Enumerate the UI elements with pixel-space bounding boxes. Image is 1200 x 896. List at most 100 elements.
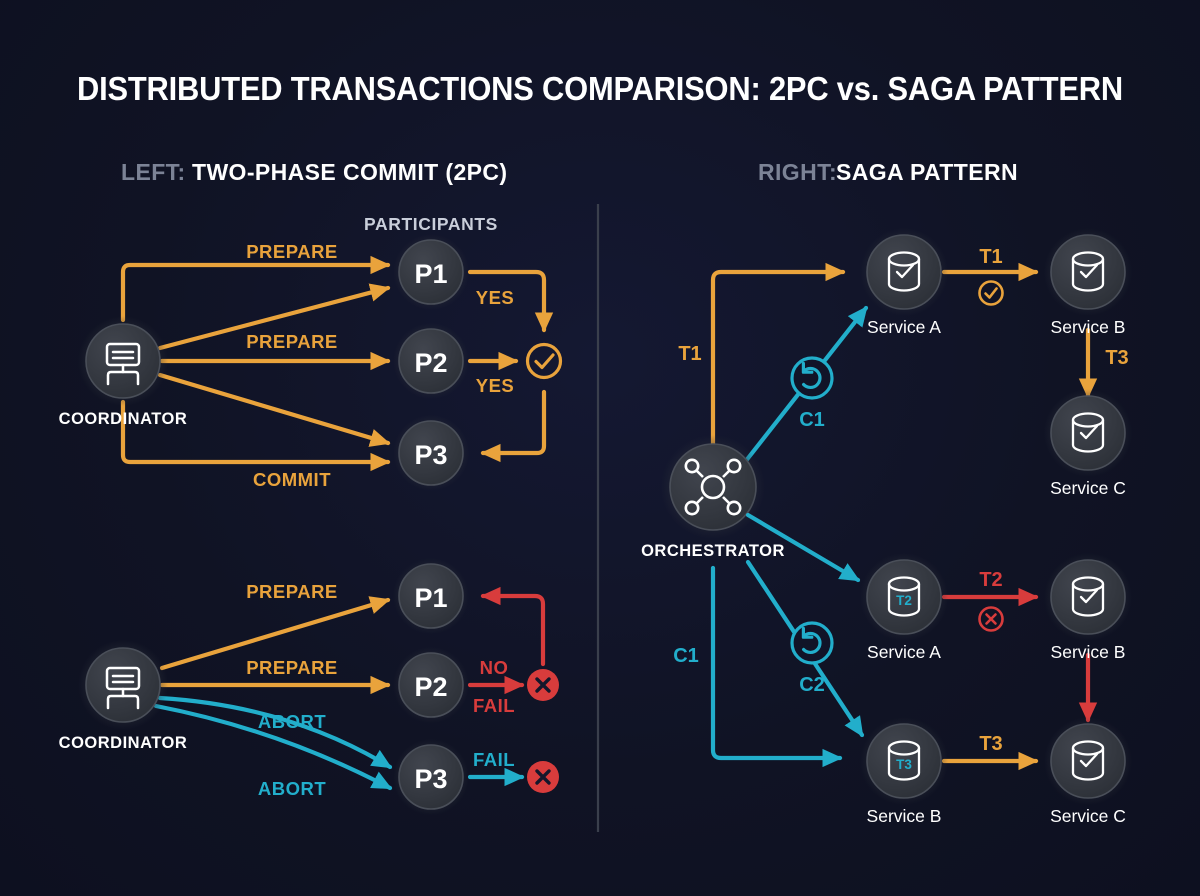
edge-t1-orchestrator-to-service-a: [710, 262, 846, 453]
left-failure-flow: PREPARE PREPARE ABORT ABORT NO FAIL FAIL…: [59, 558, 559, 815]
participant-label: P1: [414, 259, 447, 289]
label-prepare-p2: PREPARE: [246, 657, 338, 678]
node-circle: [1050, 234, 1126, 310]
node-circle: [1050, 395, 1126, 471]
edge-c1-compensation-to-service-b: [710, 565, 843, 768]
right-success-edges-orange: [710, 262, 1098, 453]
node-circle: [398, 563, 464, 629]
node-circle: [398, 328, 464, 394]
label-c1-compensation: C1: [799, 409, 825, 431]
service-node-b-compensated[interactable]: T3 Service B: [860, 717, 948, 826]
left-failure-edges-red: [467, 586, 546, 695]
participant-node-p3[interactable]: P3: [393, 739, 469, 815]
node-circle: [85, 647, 161, 723]
x-circle-icon-p3: [527, 761, 559, 793]
server-hub-icon: [105, 666, 141, 710]
coordinator-node-success[interactable]: COORDINATOR: [59, 316, 188, 428]
left-heading-title: TWO-PHASE COMMIT (2PC): [192, 159, 507, 185]
label-yes-p1: YES: [476, 287, 515, 308]
edge-decision-to-p3: [480, 389, 547, 463]
service-label: Service C: [1050, 478, 1126, 498]
service-label: Service C: [1050, 806, 1126, 826]
coordinator-label: COORDINATOR: [59, 410, 188, 428]
node-circle: [398, 239, 464, 305]
service-label: Service A: [867, 317, 941, 337]
label-abort-lower: ABORT: [258, 778, 326, 799]
database-check-icon: [887, 251, 921, 292]
node-circle: [398, 744, 464, 810]
label-abort-upper: ABORT: [258, 711, 326, 732]
orchestrator-node[interactable]: ORCHESTRATOR: [641, 435, 785, 560]
service-node-a-failure[interactable]: T2 Service A: [860, 553, 948, 662]
left-success-flow: PARTICIPANTS PREPARE PREPARE COMMIT YES …: [59, 214, 563, 491]
node-circle: [866, 723, 942, 799]
label-fail-p3: FAIL: [473, 749, 515, 770]
label-commit-p3: COMMIT: [253, 469, 331, 490]
service-label: Service B: [1051, 642, 1126, 662]
label-prepare-p1: PREPARE: [246, 581, 338, 602]
participant-label: P3: [414, 440, 447, 470]
label-yes-p2: YES: [476, 375, 515, 396]
service-node-c-success[interactable]: Service C: [1044, 389, 1132, 498]
right-heading-prefix: RIGHT:: [758, 159, 837, 185]
left-failure-edges-orange: [159, 596, 391, 695]
database-check-icon: [1071, 740, 1105, 781]
coordinator-node-failure[interactable]: COORDINATOR: [59, 640, 188, 752]
node-circle: [398, 420, 464, 486]
network-hub-icon: [684, 458, 742, 516]
label-t1-a-to-b: T1: [979, 246, 1002, 268]
participant-node-p2[interactable]: P2: [393, 323, 469, 399]
service-node-b-success[interactable]: Service B: [1044, 228, 1132, 337]
service-badge: T3: [896, 757, 912, 772]
node-circle: [669, 443, 757, 531]
participant-label: P3: [414, 764, 447, 794]
node-circle: [85, 323, 161, 399]
left-failure-edges-teal: [153, 695, 393, 791]
edge-prepare-p3-direct: [157, 372, 391, 447]
check-circle-icon-t1: [978, 280, 1004, 306]
service-node-b-failure[interactable]: Service B: [1044, 553, 1132, 662]
database-check-icon: [1071, 412, 1105, 453]
right-heading-title: SAGA PATTERN: [836, 159, 1018, 185]
node-circle: [866, 559, 942, 635]
service-node-c-failure[interactable]: Service C: [1044, 717, 1132, 826]
participant-node-p1[interactable]: P1: [393, 558, 469, 634]
label-t3-b-to-c: T3: [979, 733, 1002, 755]
left-success-edges: [120, 255, 554, 472]
label-fail-p2: FAIL: [473, 695, 515, 716]
participant-label: P2: [414, 672, 447, 702]
page-title: DISTRIBUTED TRANSACTIONS COMPARISON: 2PC…: [77, 70, 1123, 107]
node-circle: [1050, 723, 1126, 799]
node-circle: [398, 652, 464, 718]
participant-node-p3[interactable]: P3: [393, 415, 469, 491]
coordinator-label: COORDINATOR: [59, 734, 188, 752]
page-header: DISTRIBUTED TRANSACTIONS COMPARISON: 2PC…: [77, 70, 1123, 185]
participant-node-p2[interactable]: P2: [393, 647, 469, 723]
edge-yes-p1: [467, 269, 554, 333]
label-t1-orchestrator: T1: [678, 343, 701, 365]
right-success-flow: T1 T1 T3 C1: [641, 228, 1132, 560]
label-prepare-p2: PREPARE: [246, 331, 338, 352]
edge-prepare-p1-direct: [157, 283, 391, 351]
label-t3-b-to-c: T3: [1105, 347, 1128, 369]
participant-label: P2: [414, 348, 447, 378]
right-panel-heading: RIGHT: SAGA PATTERN: [758, 159, 1018, 185]
label-c2-compensation: C2: [799, 674, 825, 696]
participant-node-p1[interactable]: P1: [393, 234, 469, 310]
edge-abort-lower: [153, 703, 393, 791]
database-icon: [887, 740, 921, 781]
service-label: Service B: [867, 806, 942, 826]
right-failure-flow: T2 T3 C1 C2 T2 Ser: [673, 512, 1132, 826]
participant-label: P1: [414, 583, 447, 613]
service-label: Service B: [1051, 317, 1126, 337]
left-heading-prefix: LEFT:: [121, 159, 186, 185]
database-check-icon: [1071, 251, 1105, 292]
service-node-a-success[interactable]: Service A: [860, 228, 948, 337]
edge-commit-p3: [120, 399, 391, 472]
edge-abort-upper: [157, 695, 393, 770]
label-no-p2: NO: [480, 657, 509, 678]
node-circle: [866, 234, 942, 310]
database-check-icon: [1071, 576, 1105, 617]
